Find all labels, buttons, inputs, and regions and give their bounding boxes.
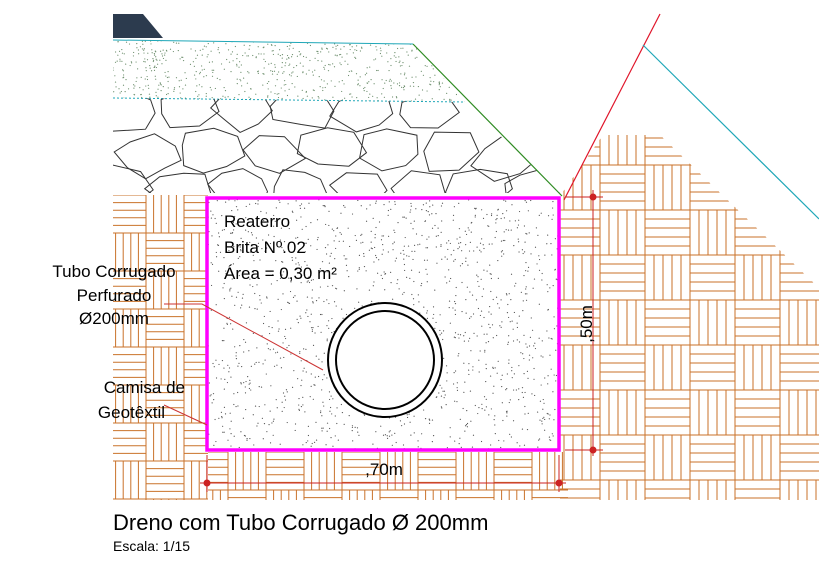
pipe-label-line1: Tubo Corrugado: [52, 262, 176, 281]
pipe-label-line3: Ø200mm: [79, 309, 149, 328]
soil-hatch-bottom: [208, 452, 568, 500]
pipe-leader-line: [164, 303, 324, 371]
slope-cyan-line: [642, 44, 819, 220]
gravel-top-line: [112, 39, 414, 45]
geotextile-label-line2: Geotêxtil: [97, 403, 165, 422]
fill-area-label: Área = 0,30 m²: [224, 264, 337, 283]
pipe-inner-circle: [335, 310, 435, 410]
drawing-scale: Escala: 1/15: [113, 538, 191, 554]
geotextile-leader-line: [163, 404, 208, 426]
width-dimension-label: ,70m: [365, 460, 403, 479]
stone-layer: [113, 98, 560, 193]
width-dimension: [200, 455, 566, 492]
height-dimension-label: ,50m: [577, 305, 596, 343]
gravel-bottom-line: [112, 97, 466, 103]
trench-outline: [205, 196, 561, 452]
slope-red-line: [563, 13, 661, 201]
dark-trapezoid-marker: [113, 14, 163, 38]
drawing-title: Dreno com Tubo Corrugado Ø 200mm: [113, 510, 489, 535]
fill-material-label: Brita Nº.02: [224, 238, 306, 257]
height-dimension: [565, 190, 603, 456]
fill-name-label: Reaterro: [224, 212, 291, 231]
slope-green-line: [412, 43, 563, 197]
geotextile-label-line1: Camisa de: [103, 378, 185, 397]
pipe-label-line2: Perfurado: [76, 286, 152, 305]
